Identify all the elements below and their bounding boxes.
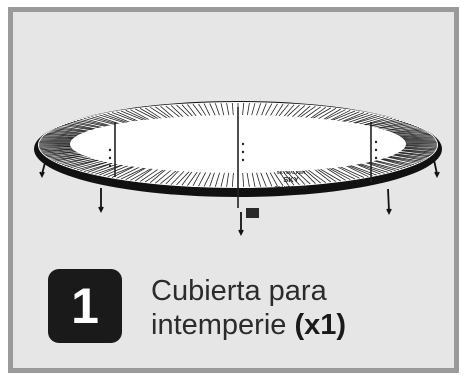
cover-label-patch (246, 208, 259, 218)
tie-down-straps (39, 158, 440, 237)
weather-cover-illustration: SKYWALKER SKY TRAMPOLINES (34, 101, 442, 237)
item-caption: Cubierta para intemperie (x1) (151, 274, 441, 342)
quantity-label: (x1) (294, 309, 347, 341)
caption-line-2: intemperie (x1) (151, 308, 441, 342)
caption-line-1: Cubierta para (151, 275, 327, 307)
step-number: 1 (71, 278, 99, 334)
svg-text:SKYWALKER: SKYWALKER (277, 170, 307, 175)
svg-text:SKY: SKY (283, 175, 298, 184)
caption-item-name: intemperie (151, 309, 287, 341)
brand-logo: SKYWALKER SKY TRAMPOLINES (275, 170, 308, 190)
item-card: SKYWALKER SKY TRAMPOLINES 1 Cubierta par… (8, 7, 459, 373)
seam-stitches (108, 140, 378, 168)
step-number-badge: 1 (48, 269, 122, 343)
svg-text:TRAMPOLINES: TRAMPOLINES (275, 185, 308, 190)
